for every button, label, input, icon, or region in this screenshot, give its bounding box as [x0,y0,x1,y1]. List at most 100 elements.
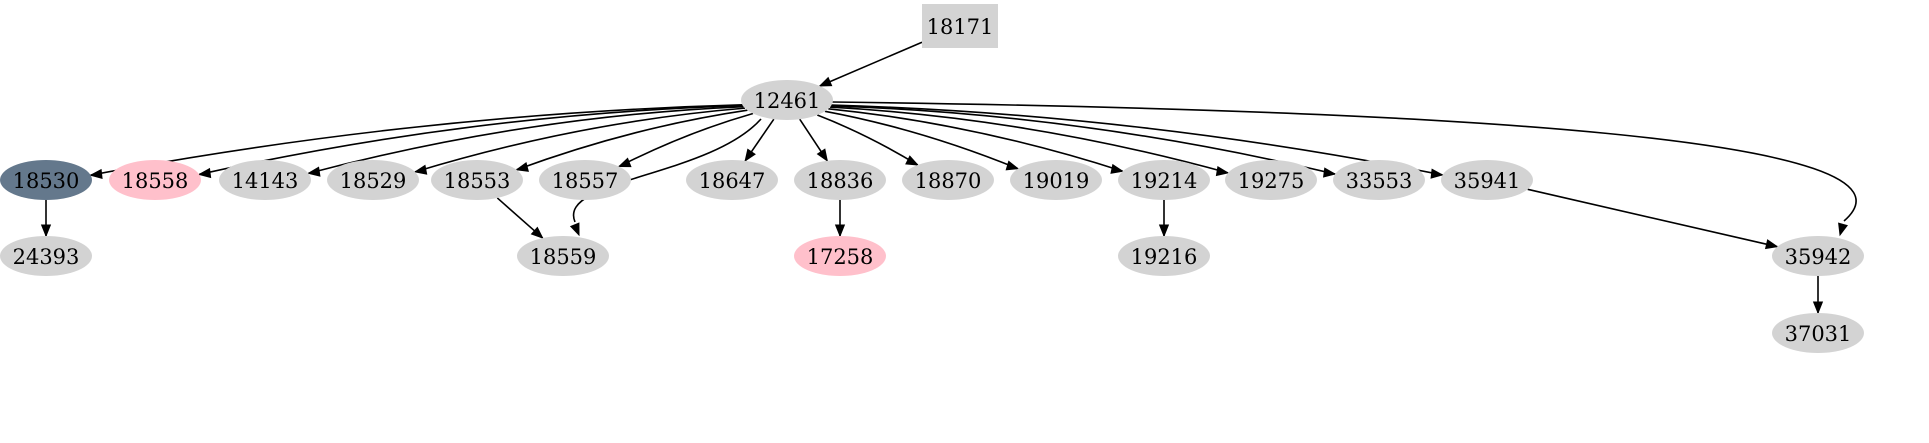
node-label-19019: 19019 [1023,169,1090,193]
edge-18530-to-24393-arrowhead [40,224,52,238]
node-label-35942: 35942 [1785,245,1852,269]
node-label-18171: 18171 [927,15,994,39]
node-label-18647: 18647 [699,169,766,193]
graph-node-19275[interactable]: 19275 [1225,160,1317,200]
edge-12461-to-18557-arrowhead [617,157,632,168]
edge-18171-to-12461 [819,41,923,87]
edge-12461-to-18553-arrowhead [515,161,529,172]
node-rect-18171[interactable] [922,4,998,48]
node-label-18836: 18836 [807,169,874,193]
node-label-18529: 18529 [340,169,407,193]
edge-12461-to-18553 [516,109,748,171]
graph-node-35942[interactable]: 35942 [1772,236,1864,276]
edge-19214-to-19216-arrowhead [1158,224,1170,238]
edge-12461-to-19275 [829,106,1229,174]
node-ellipse-18647[interactable] [686,160,778,200]
edge-12461-to-14143 [308,105,744,175]
node-label-17258: 17258 [807,245,874,269]
graph-node-18530[interactable]: 18530 [0,160,92,200]
node-label-18559: 18559 [530,245,597,269]
edge-12461-to-19019 [824,110,1019,170]
edge-12461-to-35942-arrowhead [1838,222,1848,237]
node-label-33553: 33553 [1346,169,1413,193]
edge-12461-to-18870-arrowhead [905,155,919,166]
edge-12461-to-35942 [832,101,1857,222]
edge-12461-to-18559-arrowhead [569,222,580,237]
node-label-18553: 18553 [444,169,511,193]
graph-node-18171[interactable]: 18171 [922,4,998,48]
graph-node-33553[interactable]: 33553 [1333,160,1425,200]
node-label-18870: 18870 [915,169,982,193]
node-ellipse-35942[interactable] [1772,236,1864,276]
node-ellipse-14143[interactable] [219,160,311,200]
node-ellipse-18559[interactable] [517,236,609,276]
node-ellipse-19019[interactable] [1010,160,1102,200]
graph-node-19216[interactable]: 19216 [1118,236,1210,276]
edge-12461-to-18558-arrowhead [197,167,212,179]
node-label-18530: 18530 [13,169,80,193]
edge-18171-to-12461-arrowhead [818,76,833,87]
node-ellipse-18553[interactable] [431,160,523,200]
node-label-24393: 24393 [13,245,80,269]
graph-node-18558[interactable]: 18558 [109,160,201,200]
node-ellipse-33553[interactable] [1333,160,1425,200]
edge-12461-to-14143-arrowhead [307,166,321,177]
edge-12461-to-18870 [817,114,919,166]
graph-node-37031[interactable]: 37031 [1772,313,1864,353]
node-ellipse-35941[interactable] [1441,160,1533,200]
node-label-18557: 18557 [552,169,619,193]
node-ellipse-18530[interactable] [0,160,92,200]
node-ellipse-19214[interactable] [1118,160,1210,200]
node-label-19214: 19214 [1131,169,1198,193]
graph-node-19214[interactable]: 19214 [1118,160,1210,200]
node-ellipse-24393[interactable] [0,236,92,276]
edge-12461-to-19214-arrowhead [1110,163,1124,174]
node-label-19275: 19275 [1238,169,1305,193]
edge-12461-to-33553 [830,105,1336,175]
node-label-14143: 14143 [232,169,299,193]
edge-layer [40,41,1857,315]
graph-node-17258[interactable]: 17258 [794,236,886,276]
edge-12461-to-18530-arrowhead [89,168,103,180]
graph-node-14143[interactable]: 14143 [219,160,311,200]
graph-node-12461[interactable]: 12461 [741,80,833,120]
edge-12461-to-19275-arrowhead [1215,165,1230,177]
node-ellipse-37031[interactable] [1772,313,1864,353]
node-ellipse-18529[interactable] [327,160,419,200]
edge-12461-to-35941 [831,104,1443,176]
edge-12461-to-18559 [572,118,762,223]
edge-12461-to-18836-arrowhead [816,148,829,162]
node-ellipse-19275[interactable] [1225,160,1317,200]
edge-12461-to-19019-arrowhead [1005,160,1020,171]
edge-12461-to-18529 [414,107,746,173]
node-layer: 18171 12461 18530 18558 14143 18529 18553 18557… [0,4,1864,353]
node-label-18558: 18558 [122,169,189,193]
edge-12461-to-18647-arrowhead [744,148,756,162]
graph-node-18836[interactable]: 18836 [794,160,886,200]
edge-12461-to-19214 [828,107,1123,172]
graph-node-35941[interactable]: 35941 [1441,160,1533,200]
node-ellipse-12461[interactable] [741,80,833,120]
node-ellipse-18558[interactable] [109,160,201,200]
graph-node-18559[interactable]: 18559 [517,236,609,276]
edge-18553-to-18559-arrowhead [530,226,544,239]
node-ellipse-18870[interactable] [902,160,994,200]
graph-node-18553[interactable]: 18553 [431,160,523,200]
edge-35942-to-37031-arrowhead [1812,301,1824,315]
node-label-37031: 37031 [1785,322,1852,346]
graph-node-18529[interactable]: 18529 [327,160,419,200]
edge-18836-to-17258-arrowhead [834,224,846,238]
node-ellipse-17258[interactable] [794,236,886,276]
node-ellipse-18557[interactable] [539,160,631,200]
edge-12461-to-18529-arrowhead [413,164,428,175]
graph-node-18870[interactable]: 18870 [902,160,994,200]
edge-12461-to-35941-arrowhead [1430,168,1444,179]
graph-node-19019[interactable]: 19019 [1010,160,1102,200]
graph-node-24393[interactable]: 24393 [0,236,92,276]
node-ellipse-18836[interactable] [794,160,886,200]
graph-node-18557[interactable]: 18557 [539,160,631,200]
node-ellipse-19216[interactable] [1118,236,1210,276]
graph-node-18647[interactable]: 18647 [686,160,778,200]
